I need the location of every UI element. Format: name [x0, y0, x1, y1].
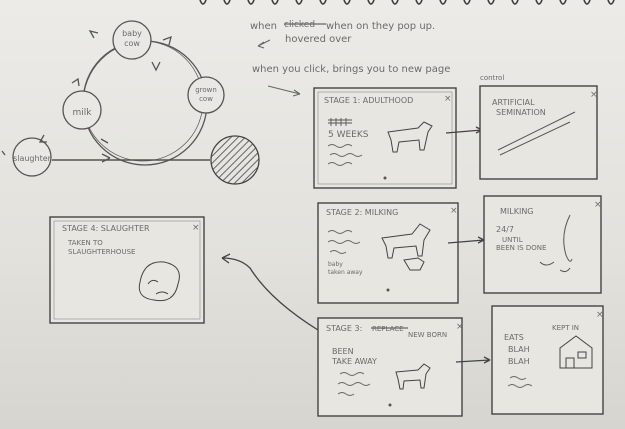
stage3-popup-line2: BLAH: [508, 345, 530, 354]
stage1-title: STAGE 1: ADULTHOOD: [324, 96, 413, 105]
stage2-note2: taken away: [328, 269, 363, 276]
stage1-popup-title1: ARTIFICIAL: [492, 98, 535, 107]
cow-calf-drawing: [381, 223, 431, 271]
stage3-title-new: NEW BORN: [408, 331, 447, 339]
hatched-node: [210, 135, 260, 185]
stage3-title-prefix: STAGE 3:: [326, 324, 362, 333]
fence-doodle: [328, 118, 352, 126]
meat-drawing: [138, 261, 180, 302]
hover-note-strike: clicked: [284, 20, 315, 30]
stage3-close-button[interactable]: ×: [456, 322, 464, 332]
stage2-popup-line3: BEEN IS DONE: [496, 244, 546, 252]
stage3-popup-line1: EATS: [504, 333, 524, 342]
stage3-popup-line3: BLAH: [508, 357, 530, 366]
stage2-note1: baby: [328, 261, 343, 268]
stage3-popup-keep: KEPT IN: [552, 324, 579, 332]
cycle-arrow: [162, 35, 172, 46]
stage3-popup-close[interactable]: ×: [596, 310, 604, 320]
hover-note: when clicked when on they pop up. hovere…: [250, 20, 435, 49]
stage3-line1: BEEN: [332, 347, 354, 356]
grown-cow-node[interactable]: [187, 76, 225, 114]
stage3-arrow: [455, 356, 491, 364]
life-cycle-diagram: [1, 20, 260, 185]
stage3-title-strike: REPLACE: [372, 325, 404, 333]
hover-note-prefix: when: [250, 21, 277, 32]
stage3-line2: TAKE AWAY: [331, 357, 377, 366]
stage1-popup-close[interactable]: ×: [590, 90, 598, 100]
cycle-arrow: [151, 61, 161, 72]
milk-node[interactable]: [62, 90, 102, 130]
slaughter-label: slaughter: [13, 154, 52, 163]
cycle-ring: [82, 40, 208, 166]
stage2-popup: × MILKING 24/7 UNTIL BEEN IS DONE: [483, 195, 602, 294]
milk-label: milk: [73, 108, 93, 118]
stage3-popup: × EATS BLAH BLAH KEPT IN: [491, 305, 604, 415]
click-note: when you click, brings you to new page c…: [252, 64, 504, 97]
stage2-popup-title: MILKING: [500, 207, 534, 216]
stage1-weeks: 5 WEEKS: [328, 130, 369, 140]
stage1-popup-title2: SEMINATION: [496, 108, 546, 117]
stage4-line1: TAKEN TO: [67, 239, 103, 247]
scribble-text: [507, 376, 533, 388]
calf-drawing: [395, 363, 431, 390]
stage2-popup-line1: 24/7: [496, 225, 514, 234]
page-dot: [386, 288, 390, 292]
click-note-text: when you click, brings you to new page: [252, 64, 450, 75]
baby-cow-label-1: baby: [122, 29, 142, 38]
grown-cow-label-2: cow: [199, 95, 213, 103]
scribble-text: [327, 144, 363, 166]
baby-cow-node[interactable]: [112, 20, 152, 60]
milk-drop-drawing: [539, 214, 573, 273]
page-dot: [388, 403, 392, 407]
stage4-close-button[interactable]: ×: [192, 223, 200, 233]
stage3-card[interactable]: STAGE 3: REPLACE NEW BORN × BEEN TAKE AW…: [317, 317, 464, 417]
stage2-arrow: [447, 236, 485, 244]
slaughter-node[interactable]: [12, 137, 52, 177]
scribble-text: [337, 372, 371, 396]
syringe-drawing: [497, 111, 576, 156]
stage4-line2: SLAUGHTERHOUSE: [68, 248, 135, 256]
control-note: control: [480, 74, 504, 82]
baby-cow-label-2: cow: [124, 39, 140, 48]
cycle-arrow: [38, 134, 47, 143]
hover-note-line2: hovered over: [285, 34, 352, 45]
stage3-to-stage4-arrow: [221, 253, 319, 331]
stage2-popup-close[interactable]: ×: [594, 200, 602, 210]
stage4-card[interactable]: STAGE 4: SLAUGHTER × TAKEN TO SLAUGHTERH…: [49, 216, 205, 324]
scribble-text: [327, 230, 361, 254]
stage2-card[interactable]: STAGE 2: MILKING × baby taken away: [317, 202, 459, 304]
stage1-popup: × ARTIFICIAL SEMINATION: [479, 85, 598, 180]
cycle-arrow: [88, 29, 99, 39]
page-dot: [383, 176, 387, 180]
stage2-popup-line2: UNTIL: [502, 236, 523, 244]
cycle-arrow: [71, 77, 80, 87]
grown-cow-label-1: grown: [195, 86, 217, 94]
stage1-close-button[interactable]: ×: [444, 94, 452, 104]
notebook-spiral: [199, 0, 615, 5]
stage2-title: STAGE 2: MILKING: [326, 208, 398, 217]
hover-note-line1: when on they pop up.: [326, 21, 435, 32]
stage2-close-button[interactable]: ×: [450, 206, 458, 216]
stage1-card[interactable]: STAGE 1: ADULTHOOD × 5 WEEKS: [313, 87, 457, 189]
stage4-title: STAGE 4: SLAUGHTER: [62, 224, 150, 233]
cycle-arrow: [100, 138, 109, 144]
cow-drawing: [387, 121, 433, 153]
barn-drawing: [559, 335, 593, 369]
